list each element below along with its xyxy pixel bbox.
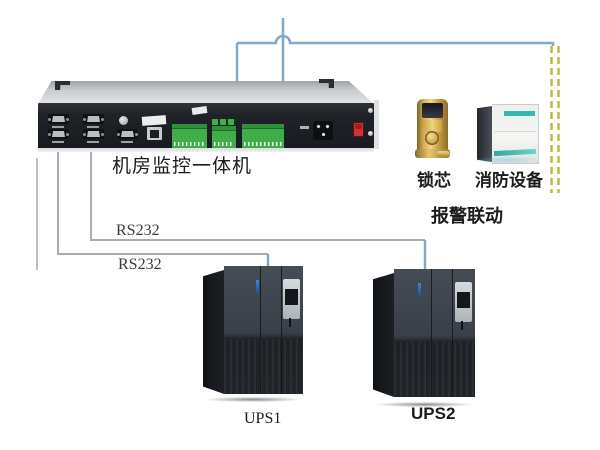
power-inlet [313,121,333,140]
lock-card-window [422,103,443,118]
fire-equipment-label: 消防设备 [475,171,543,190]
terminal-block-1 [172,124,207,148]
fire-box-side [477,106,492,162]
appliance-right-cap [374,100,379,149]
fire-box-shadow [471,156,541,164]
ups1-shadow [207,397,299,402]
ups1-logo [256,280,259,294]
serial-port-2 [83,114,104,124]
ups2-logo [418,283,421,297]
alarm-linkage-label: 报警联动 [431,206,503,226]
port-label-mark [87,126,99,128]
lock-base [415,149,450,158]
ups2-label: UPS2 [411,404,456,423]
lock-device [414,99,452,160]
ups1-cabinet [203,266,303,402]
wire-top-horizontal [237,34,555,46]
label-sticker [141,115,167,126]
ups2-cabinet [373,269,475,407]
wire-rs232-ups2 [90,143,425,241]
reset-button [119,116,128,125]
serial-port-3 [48,129,69,139]
monitor-appliance-label: 机房监控一体机 [112,156,253,177]
door-seam [260,266,262,394]
appliance-top-surface [38,81,374,104]
fire-equipment [471,104,541,164]
ups1-front-panel [224,266,303,394]
panel-screw [368,131,373,136]
ethernet-port [147,127,162,140]
wire-rs232-ups1 [57,143,268,255]
terminal-block-2 [212,126,236,148]
lock-lever [436,151,450,157]
lock-label: 锁芯 [417,171,451,190]
relay-contacts [212,119,236,125]
lock-knob [425,131,439,145]
serial-port-1 [48,114,69,124]
ups2-front-panel [394,269,475,397]
panel-print-mark [300,126,309,129]
power-switch [353,122,364,137]
ups1-label: UPS1 [244,410,282,427]
lock-keypad [423,120,442,132]
panel-screw [368,108,373,113]
ups1-display [283,279,300,327]
door-seam [431,269,433,397]
serial-port-4 [83,129,104,139]
ups2-shadow [377,402,471,407]
rs232-label-ups2: RS232 [116,222,160,239]
appliance-base [38,148,374,152]
fire-box-seam [494,131,536,132]
fire-box-label-strip [504,111,535,116]
port-label-mark [52,141,64,143]
door-seam [452,269,454,397]
ups2-display [455,282,472,330]
terminal-block-3 [242,124,284,148]
port-label-mark [52,126,64,128]
ups1-side-panel [203,270,224,394]
ups2-side-panel [373,273,394,397]
port-label-mark [121,141,133,143]
door-seam [280,266,282,394]
rs232-label-ups1: RS232 [118,256,162,273]
serial-port-5 [117,129,138,139]
port-label-mark [87,141,99,143]
